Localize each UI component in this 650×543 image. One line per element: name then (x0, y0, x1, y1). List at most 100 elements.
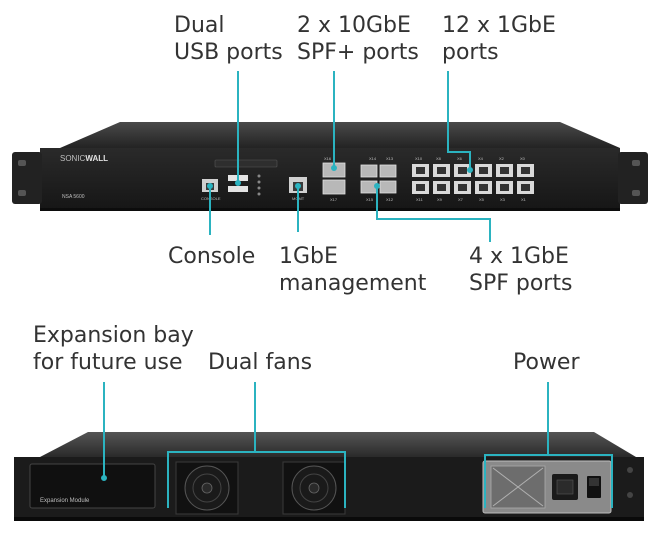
fan-1-ring (192, 473, 222, 503)
sfp4-leader-dot (374, 183, 380, 189)
psu-grille-bar-2 (492, 467, 544, 507)
rear-chassis-bottom-edge (14, 517, 644, 521)
expansion-callout-line1: Expansion bay (33, 323, 194, 348)
right-rack-ear (618, 152, 648, 204)
dual-fans-callout: Dual fans (208, 349, 312, 376)
status-led-3 (257, 186, 261, 190)
gbe12-leader (447, 71, 471, 170)
rear-leader-lines (101, 382, 613, 508)
front-chassis-top (60, 122, 620, 148)
front-chassis-bottom-edge (40, 208, 620, 211)
power-callout-line1: Power (513, 350, 580, 375)
gbe12-leader-dot (467, 167, 473, 173)
gbe-port-label: X7 (458, 197, 464, 202)
sfp10-leader-dot (331, 165, 337, 171)
left-ear-hole-top (18, 160, 26, 166)
gbe-port-label: X6 (457, 156, 463, 161)
gbe-port-jack (479, 184, 488, 191)
sfp10-callout-line2: SPF+ ports (297, 40, 419, 65)
gbe12-callout-line2: ports (442, 40, 499, 65)
sfp4-callout-line1: 4 x 1GbE (469, 244, 569, 269)
sfp-port-x14 (360, 164, 378, 178)
fans-leader-right (255, 451, 346, 508)
status-led-1 (257, 174, 261, 178)
sfp10-callout-line1: 2 x 10GbE (297, 13, 411, 38)
gbe-port-label: X4 (478, 156, 484, 161)
mgmt-callout: 1GbE management (279, 243, 426, 297)
status-led-4 (257, 192, 261, 196)
expansion-bay (29, 463, 156, 509)
sfp-port-x12 (379, 180, 397, 194)
fans-callout-line1: Dual fans (208, 350, 313, 375)
sfp4-callout-line2: SPF ports (469, 271, 573, 296)
right-ear-hole-top (632, 160, 640, 166)
console-callout: Console (168, 243, 255, 270)
rear-chassis: Expansion Module (14, 432, 644, 521)
gbe-port-label: X9 (437, 197, 443, 202)
power-inlet-socket (556, 479, 574, 495)
mgmt-callout-line1: 1GbE (279, 244, 338, 269)
x16-label: X16 (324, 156, 332, 161)
usb-callout-line2: USB ports (174, 40, 283, 65)
gbe-port-label: X11 (416, 197, 424, 202)
x15-label: X15 (366, 197, 374, 202)
gbe-port-jack (437, 184, 446, 191)
gbe-port-jack (479, 167, 488, 174)
fan-2 (282, 461, 346, 515)
x17-label: X17 (330, 197, 338, 202)
power-switch-rocker (589, 478, 599, 486)
power-callout: Power (513, 349, 580, 376)
x14-label: X14 (369, 156, 377, 161)
gbe-port-jack (416, 167, 425, 174)
gbe-port-label: X3 (500, 197, 506, 202)
usb-ports-callout: Dual USB ports (174, 12, 283, 66)
console-callout-line1: Console (168, 244, 256, 269)
x13-label: X13 (386, 156, 394, 161)
power-leader-left (484, 382, 549, 508)
usb-port-2 (228, 186, 248, 192)
expansion-bay-callout: Expansion bay for future use (33, 322, 194, 376)
console-leader-dot (207, 183, 213, 189)
sfp10-ports-callout: 2 x 10GbE SPF+ ports (297, 12, 419, 66)
sfp4-leader (376, 186, 491, 242)
gbe-port-label: X5 (479, 197, 485, 202)
front-leader-lines (207, 71, 491, 242)
rear-screw-bottom (627, 492, 633, 498)
gbe-port-jack (458, 167, 467, 174)
gbe-port-jack (500, 184, 509, 191)
gbe-port-jack (437, 167, 446, 174)
fan-2-ring (299, 473, 329, 503)
sfp-port-x13 (379, 164, 397, 178)
fan-1-hub (201, 482, 213, 494)
expansion-callout-line2: for future use (33, 350, 183, 375)
front-slot (214, 159, 278, 168)
fans-leader-left (167, 382, 256, 508)
gbe-port-jack (458, 184, 467, 191)
front-chassis: SONICWALL NSA 5600 CONSOLE MGMT X16 X17 … (12, 122, 648, 211)
gbe12-ports-callout: 12 x 1GbE ports (442, 12, 556, 66)
gbe-port-label: X1 (521, 197, 527, 202)
rear-screw-top (627, 467, 633, 473)
fan-1 (175, 461, 239, 515)
brand-logo: SONICWALL (60, 154, 108, 163)
x12-label: X12 (386, 197, 394, 202)
gbe-port-jack (521, 167, 530, 174)
gbe-port-jack (416, 184, 425, 191)
usb-callout-line1: Dual (174, 13, 225, 38)
expansion-leader-dot (101, 475, 107, 481)
fan-2-hub (308, 482, 320, 494)
power-leader-right (548, 454, 613, 508)
gbe-port-label: X0 (520, 156, 526, 161)
mgmt-leader-dot (295, 183, 301, 189)
model-label: NSA 5600 (62, 194, 85, 200)
gbe-port-jack (521, 184, 530, 191)
front-chassis-face (40, 148, 620, 210)
left-rack-ear (12, 152, 42, 204)
left-ear-hole-bottom (18, 190, 26, 196)
mgmt-callout-line2: management (279, 271, 427, 296)
gbe-port-jack (500, 167, 509, 174)
sfp4-ports-callout: 4 x 1GbE SPF ports (469, 243, 572, 297)
